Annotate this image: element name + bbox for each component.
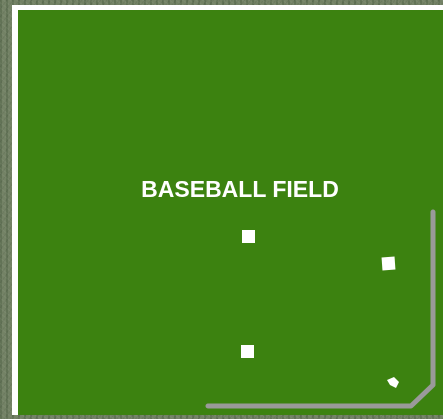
baseball-field-area: [12, 5, 443, 415]
first-base: [382, 257, 396, 271]
third-base: [241, 345, 254, 358]
field-label: BASEBALL FIELD: [0, 176, 443, 203]
home-plate: [386, 376, 400, 390]
second-base: [242, 230, 255, 243]
